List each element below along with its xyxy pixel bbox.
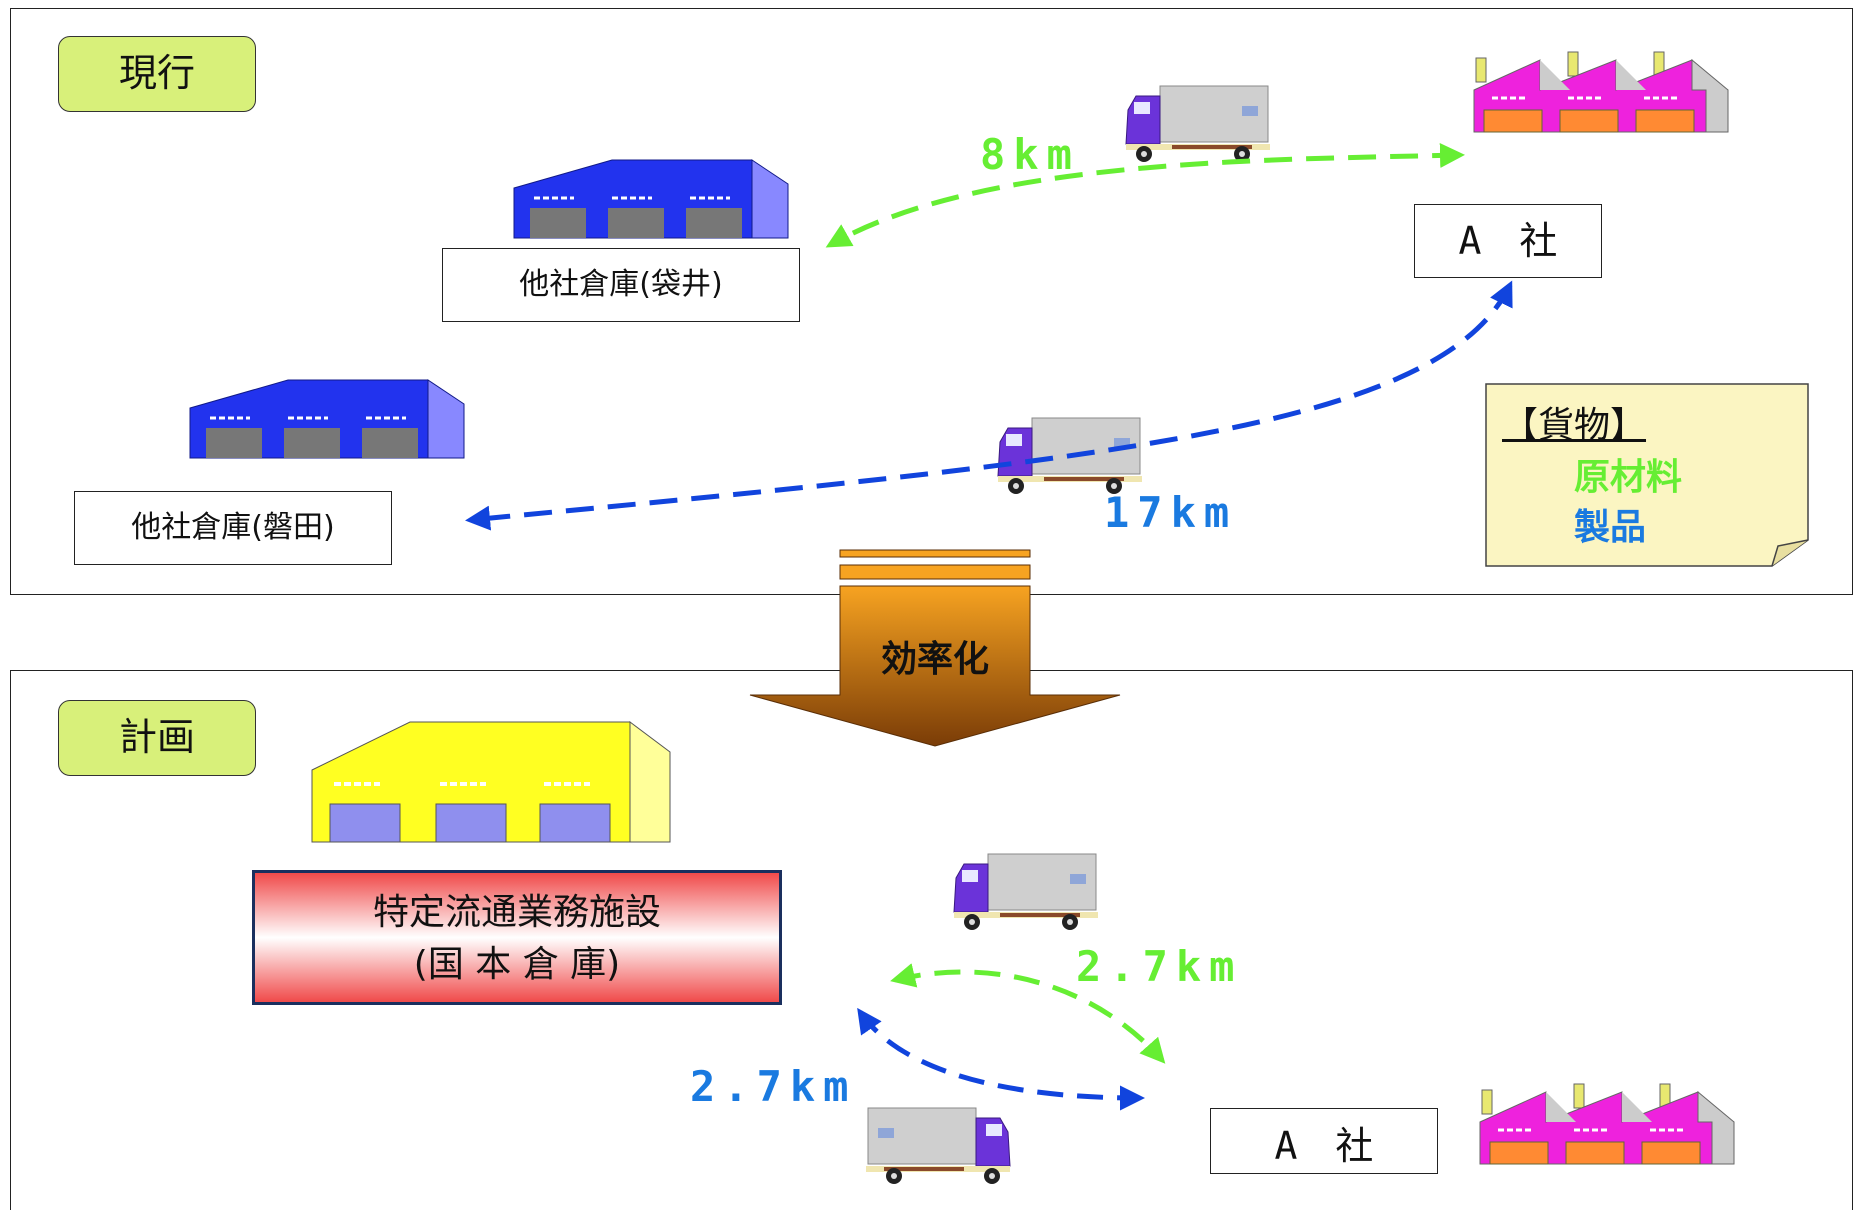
facility-name: 特定流通業務施設 [372, 892, 661, 933]
warehouse-iwata-label: 他社倉庫(磐田) [74, 491, 392, 565]
truck-icon-blue-plan [865, 1107, 1011, 1185]
facility-label-box: 特定流通業務施設 (国 本 倉 庫) [252, 870, 782, 1005]
route-blue-plan [857, 1007, 1145, 1111]
distance-blue-plan: 2.7km [690, 1062, 857, 1111]
company-a-label-current: A 社 [1414, 204, 1602, 278]
factory-icon-plan [1478, 1082, 1736, 1166]
distance-green-current: 8km [980, 130, 1080, 179]
company-a-label-plan: A 社 [1210, 1108, 1438, 1174]
cargo-legend-note [1485, 383, 1809, 567]
tag-current: 現行 [58, 36, 256, 112]
route-green-current [825, 142, 1465, 248]
legend-blue-label: 製品 [1574, 507, 1647, 548]
factory-icon-current [1472, 50, 1730, 134]
efficiency-label: 効率化 [880, 639, 989, 680]
distance-green-plan: 2.7km [1076, 942, 1243, 991]
truck-icon-green-plan [953, 853, 1099, 931]
legend-green-label: 原材料 [1574, 457, 1683, 498]
route-blue-current [465, 280, 1513, 531]
distance-blue-current: 17km [1104, 488, 1238, 537]
efficiency-arrow [749, 549, 1121, 747]
warehouse-yellow-icon [311, 721, 671, 843]
warehouse-fukuroi-icon [512, 158, 790, 240]
facility-subname: (国 本 倉 庫) [413, 944, 621, 985]
tag-plan: 計画 [58, 700, 256, 776]
warehouse-iwata-icon [188, 378, 466, 460]
warehouse-fukuroi-label: 他社倉庫(袋井) [442, 248, 800, 322]
truck-icon-green-current [1125, 85, 1271, 163]
legend-title: 【貨物】 [1502, 405, 1647, 446]
